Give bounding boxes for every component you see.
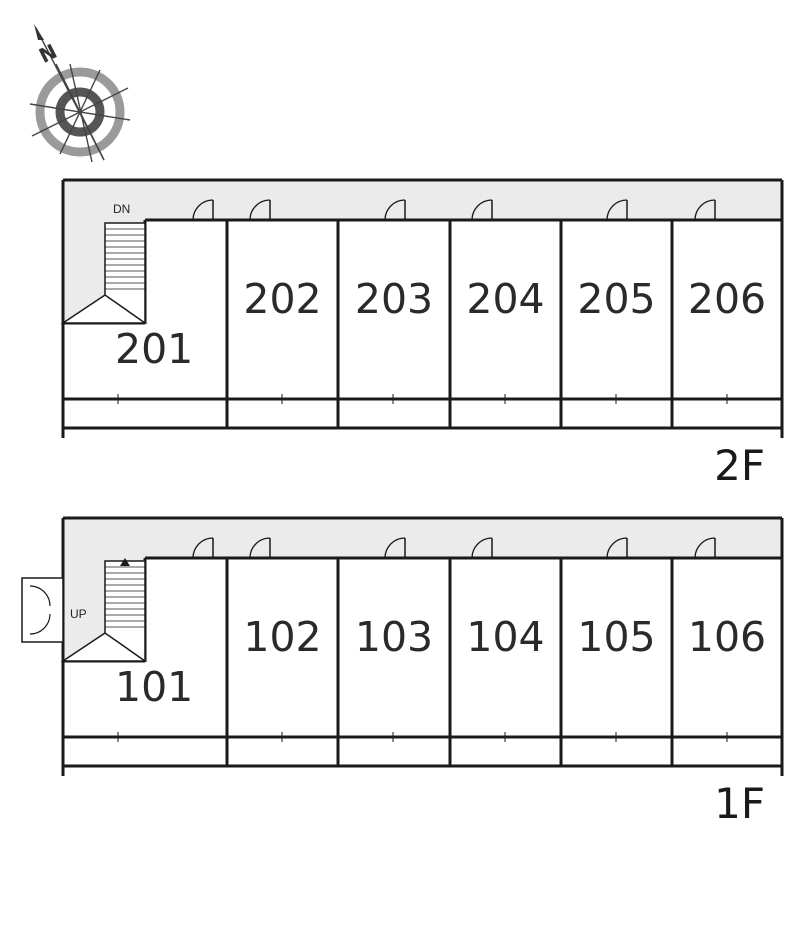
door-icon <box>471 537 493 559</box>
room-number: 105 <box>577 613 655 661</box>
stair-turn <box>60 632 148 662</box>
door-icon <box>694 199 716 221</box>
door-icon <box>192 199 214 221</box>
room-number: 204 <box>466 275 544 323</box>
door-icon <box>606 199 628 221</box>
room-number: 206 <box>688 275 766 323</box>
room-number: 102 <box>243 613 321 661</box>
door-icon <box>694 537 716 559</box>
door-icon <box>384 537 406 559</box>
floor-2f: DN 201 202 203 204 205 206 2F <box>60 178 784 490</box>
door-icon <box>471 199 493 221</box>
floor-label: 1F <box>714 779 765 828</box>
stair-label: DN <box>113 202 130 216</box>
floor-1f: UP 101 102 103 104 105 106 1F <box>21 516 784 828</box>
floor-label: 2F <box>714 441 765 490</box>
door-icon <box>249 537 271 559</box>
room-number: 203 <box>355 275 433 323</box>
corridor <box>63 180 782 220</box>
stair-label: UP <box>70 607 87 621</box>
room-number: 202 <box>243 275 321 323</box>
room-number: 103 <box>355 613 433 661</box>
arrow-up-icon <box>120 558 130 566</box>
compass-north-label: N <box>35 39 61 68</box>
room-number: 104 <box>466 613 544 661</box>
room-number: 106 <box>688 613 766 661</box>
door-icon <box>384 199 406 221</box>
room-number: 101 <box>115 663 193 711</box>
door-icon <box>249 199 271 221</box>
compass-rose-icon: N <box>29 24 131 163</box>
stair-turn <box>60 294 148 324</box>
entrance-door-icon <box>21 577 64 643</box>
room-number: 201 <box>115 325 193 373</box>
door-icon <box>606 537 628 559</box>
door-icon <box>192 537 214 559</box>
room-number: 205 <box>577 275 655 323</box>
corridor <box>63 518 782 558</box>
